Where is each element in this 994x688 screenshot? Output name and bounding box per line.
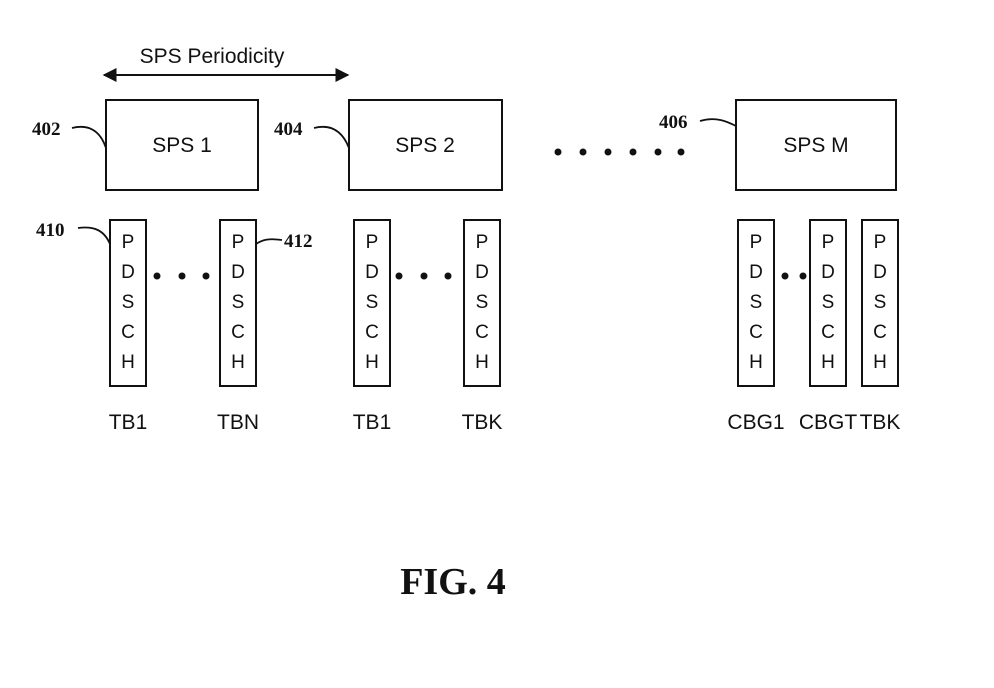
sps-box-2-label: SPS 2 (395, 134, 455, 157)
ref-406: 406 (659, 112, 688, 133)
leader-406 (699, 118, 737, 127)
sps-box-2: SPS 2 (348, 99, 503, 191)
pdsch-letter: P (366, 232, 379, 253)
pdsch-column-label: TBK (860, 411, 901, 434)
pdsch-letter: D (475, 262, 489, 283)
sps-box-m: SPS M (735, 99, 897, 191)
pdsch-letter: D (365, 262, 379, 283)
pdsch-column-label: TB1 (109, 411, 148, 434)
pdsch-column-label: TBK (462, 411, 503, 434)
pdsch-letter: S (750, 292, 763, 313)
pdsch-letter: P (476, 232, 489, 253)
pdsch-letter: H (121, 352, 135, 373)
pdsch-letter: S (822, 292, 835, 313)
pdsch-letter: D (873, 262, 887, 283)
column-ellipsis-3 (781, 272, 807, 280)
pdsch-letter: H (821, 352, 835, 373)
column-ellipsis-1 (153, 272, 210, 280)
pdsch-letter: P (122, 232, 135, 253)
pdsch-letter: H (365, 352, 379, 373)
pdsch-letter: D (821, 262, 835, 283)
pdsch-letter: S (232, 292, 245, 313)
ref-410: 410 (36, 220, 65, 241)
pdsch-letter: D (749, 262, 763, 283)
pdsch-column-box (737, 219, 775, 387)
pdsch-letter: S (366, 292, 379, 313)
pdsch-letter: P (822, 232, 835, 253)
figure-caption: FIG. 4 (400, 561, 506, 603)
pdsch-letter: P (874, 232, 887, 253)
pdsch-letter: C (475, 322, 489, 343)
sps-periodicity-label: SPS Periodicity (140, 45, 285, 68)
leader-412 (255, 238, 283, 245)
pdsch-column-label: TBN (217, 411, 259, 434)
sps-box-1: SPS 1 (105, 99, 259, 191)
pdsch-letter: C (821, 322, 835, 343)
pdsch-letter: D (231, 262, 245, 283)
pdsch-columns: PDSCHTB1PDSCHTBNPDSCHTB1PDSCHTBKPDSCHCBG… (109, 219, 901, 434)
pdsch-column-box (861, 219, 899, 387)
pdsch-column-box (219, 219, 257, 387)
sps-ellipsis (554, 148, 685, 156)
pdsch-letter: S (122, 292, 135, 313)
pdsch-column-label: CBGT (799, 411, 858, 434)
pdsch-column-box (463, 219, 501, 387)
pdsch-column-box (353, 219, 391, 387)
leader-402 (71, 126, 107, 149)
pdsch-letter: C (749, 322, 763, 343)
pdsch-letter: H (749, 352, 763, 373)
pdsch-letter: P (750, 232, 763, 253)
leader-404 (313, 126, 350, 149)
sps-box-1-label: SPS 1 (152, 134, 212, 157)
pdsch-column-label: TB1 (353, 411, 392, 434)
sps-box-m-label: SPS M (783, 134, 848, 157)
pdsch-column-box (809, 219, 847, 387)
ref-402: 402 (32, 119, 61, 140)
pdsch-letter: C (365, 322, 379, 343)
pdsch-letter: C (873, 322, 887, 343)
pdsch-letter: H (231, 352, 245, 373)
pdsch-letter: P (232, 232, 245, 253)
pdsch-letter: H (873, 352, 887, 373)
pdsch-letter: H (475, 352, 489, 373)
pdsch-letter: C (121, 322, 135, 343)
pdsch-letter: D (121, 262, 135, 283)
column-ellipsis-2 (395, 272, 452, 280)
ref-404: 404 (274, 119, 303, 140)
pdsch-letter: S (874, 292, 887, 313)
pdsch-letter: S (476, 292, 489, 313)
pdsch-column-label: CBG1 (727, 411, 784, 434)
pdsch-column-box (109, 219, 147, 387)
pdsch-letter: C (231, 322, 245, 343)
leader-410 (77, 226, 111, 245)
ref-412: 412 (284, 231, 313, 252)
